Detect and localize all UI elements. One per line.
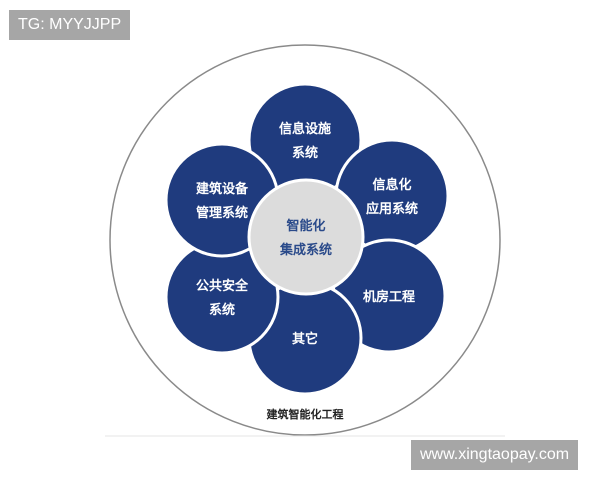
petal-public-safety-label: 系统 [209,302,235,318]
petal-info-facilities-label: 系统 [292,145,318,161]
watermark-bottom: www.xingtaopay.com [411,440,579,470]
outer-ring [109,44,501,436]
petal-info-facilities-label: 信息设施 [279,121,331,137]
petal-machine-room-label: 机房工程 [363,289,415,305]
petal-public-safety-label: 公共安全 [196,278,249,294]
petal-other-label: 其它 [292,331,318,347]
center-node-circle [247,178,365,296]
petal-building-equipment-label: 建筑设备 [196,181,249,197]
diagram-caption: 建筑智能化工程 [267,407,344,421]
center-node-label: 集成系统 [279,242,332,258]
center-node-label: 智能化 [286,218,325,234]
petal-machine-room: 机房工程 [331,238,447,354]
watermark-top: TG: MYYJJPP [9,10,131,40]
petal-info-application-label: 应用系统 [366,201,418,217]
petal-building-equipment-label: 管理系统 [196,205,248,221]
petal-info-application-label: 信息化 [372,177,411,193]
